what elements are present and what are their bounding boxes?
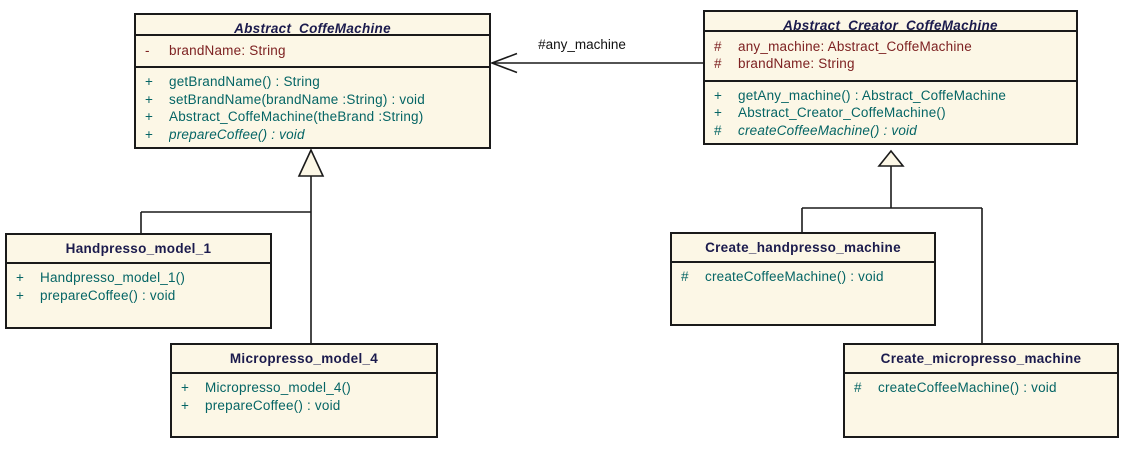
methods-compartment: + Micropresso_model_4() + prepareCoffee() :…	[172, 374, 436, 436]
member-text: prepareCoffee() : void	[169, 126, 305, 142]
member-text: brandName: String	[169, 42, 286, 58]
member-row: # brandName: String	[705, 55, 1072, 73]
class-handpresso-model-1: Handpresso_model_1 + Handpresso_model_1()…	[5, 233, 272, 329]
class-abstract-creator-coffemachine: Abstract_Creator_CoffeMachine # any_machi…	[703, 10, 1078, 145]
member-row: # createCoffeeMachine() : void	[705, 122, 1072, 140]
member-text: Micropresso_model_4()	[205, 380, 352, 395]
generalization-triangle-right-icon	[877, 149, 905, 167]
member-row: + Micropresso_model_4()	[172, 379, 432, 397]
visibility-marker: +	[145, 91, 153, 107]
class-create-micropresso-machine: Create_micropresso_machine # createCoffee…	[843, 343, 1119, 438]
member-text: getAny_machine() : Abstract_CoffeMachine	[738, 87, 1007, 103]
class-name: Abstract_CoffeMachine	[136, 15, 489, 36]
visibility-marker: +	[145, 109, 153, 124]
member-text: getBrandName() : String	[169, 74, 320, 89]
visibility-marker: #	[681, 269, 689, 284]
visibility-marker: #	[714, 56, 722, 71]
class-micropresso-model-4: Micropresso_model_4 + Micropresso_model_4…	[170, 343, 438, 438]
member-text: prepareCoffee() : void	[205, 397, 341, 413]
class-name: Create_handpresso_machine	[672, 234, 934, 263]
visibility-marker: +	[181, 397, 189, 413]
methods-compartment: + getBrandName() : String + setBrandName(br…	[136, 68, 489, 147]
association-open-arrowhead	[489, 52, 518, 74]
class-name: Abstract_Creator_CoffeMachine	[705, 12, 1076, 32]
visibility-marker: #	[714, 38, 722, 54]
visibility-marker: -	[145, 42, 150, 58]
member-row: # any_machine: Abstract_CoffeMachine	[705, 38, 1072, 56]
member-text: createCoffeeMachine() : void	[738, 122, 917, 138]
class-create-handpresso-machine: Create_handpresso_machine # createCoffeeM…	[670, 232, 936, 326]
class-name: Handpresso_model_1	[7, 235, 270, 264]
visibility-marker: +	[181, 380, 189, 395]
generalization-triangle-left-icon	[297, 148, 325, 177]
member-row: + Abstract_CoffeMachine(theBrand :String)	[136, 108, 485, 126]
visibility-marker: +	[714, 87, 722, 103]
member-text: createCoffeeMachine() : void	[878, 380, 1057, 395]
class-name: Create_micropresso_machine	[845, 345, 1117, 374]
visibility-marker: #	[714, 122, 722, 138]
member-text: Abstract_Creator_CoffeMachine()	[738, 105, 946, 120]
association-label: #any_machine	[538, 37, 626, 52]
visibility-marker: +	[145, 74, 153, 89]
methods-compartment: # createCoffeeMachine() : void	[845, 374, 1117, 436]
member-row: + prepareCoffee() : void	[136, 126, 485, 144]
member-row: # createCoffeeMachine() : void	[845, 379, 1113, 397]
member-text: Handpresso_model_1()	[40, 270, 186, 285]
member-row: + getAny_machine() : Abstract_CoffeMachin…	[705, 87, 1072, 105]
member-text: setBrandName(brandName :String) : void	[169, 91, 425, 107]
attributes-compartment: - brandName: String	[136, 36, 489, 68]
member-row: + setBrandName(brandName :String) : void	[136, 91, 485, 109]
class-abstract-coffemachine: Abstract_CoffeMachine - brandName: String…	[134, 13, 491, 149]
member-text: prepareCoffee() : void	[40, 287, 176, 303]
visibility-marker: +	[16, 270, 24, 285]
member-text: any_machine: Abstract_CoffeMachine	[738, 38, 972, 54]
member-row: # createCoffeeMachine() : void	[672, 268, 930, 286]
member-row: + prepareCoffee() : void	[172, 397, 432, 415]
class-name: Micropresso_model_4	[172, 345, 436, 374]
member-row: + getBrandName() : String	[136, 73, 485, 91]
visibility-marker: +	[16, 287, 24, 303]
attributes-compartment: # any_machine: Abstract_CoffeMachine # bran…	[705, 32, 1076, 82]
visibility-marker: +	[145, 126, 153, 142]
member-row: + Abstract_Creator_CoffeMachine()	[705, 104, 1072, 122]
methods-compartment: # createCoffeeMachine() : void	[672, 263, 934, 324]
visibility-marker: +	[714, 105, 722, 120]
methods-compartment: + Handpresso_model_1() + prepareCoffee() : …	[7, 264, 270, 327]
member-row: + prepareCoffee() : void	[7, 287, 266, 305]
member-row: - brandName: String	[136, 42, 485, 60]
member-row: + Handpresso_model_1()	[7, 269, 266, 287]
visibility-marker: #	[854, 380, 862, 395]
member-text: Abstract_CoffeMachine(theBrand :String)	[169, 109, 424, 124]
member-text: brandName: String	[738, 56, 855, 71]
member-text: createCoffeeMachine() : void	[705, 269, 884, 284]
methods-compartment: + getAny_machine() : Abstract_CoffeMachin…	[705, 82, 1076, 144]
